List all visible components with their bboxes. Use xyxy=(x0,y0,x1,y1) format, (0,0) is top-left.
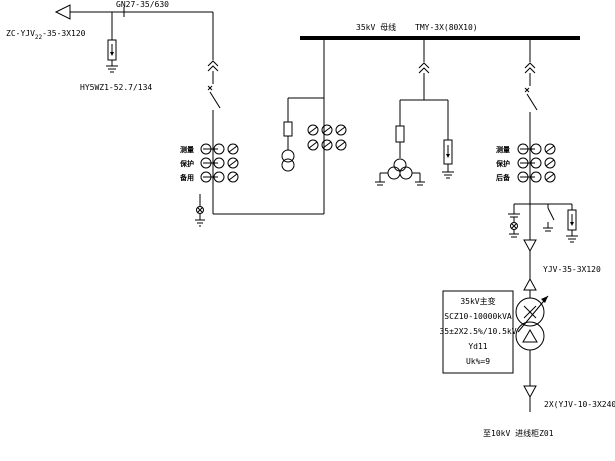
disconnector-label: GN27-35/630 xyxy=(116,0,169,9)
incoming-feeder: ZC-YJV22-35-3X120 GN27-35/630 HY5WZ1-52.… xyxy=(6,0,213,92)
ct-label-measure-right: 测量 xyxy=(496,145,510,154)
ct-label-backup-right: 后备 xyxy=(496,173,511,182)
transformer-vector-group: Yd11 xyxy=(468,342,487,351)
cable-out-label: 2X(YJV-10-3X240) xyxy=(544,400,615,409)
cable-in-label: ZC-YJV22-35-3X120 xyxy=(6,29,86,41)
cable-head-icon xyxy=(523,385,537,399)
cable-head-icon xyxy=(523,277,537,291)
plug-contact-icon xyxy=(207,60,219,67)
transformer-info-box: 35kV主变 SCZ10-10000kVA 35±2X2.5%/10.5kV Y… xyxy=(439,290,517,374)
ct-group-right xyxy=(517,143,556,183)
destination-label: 至10kV 进线柜Z01 xyxy=(483,428,554,438)
cable-head-icon xyxy=(523,239,537,253)
incoming-breaker-column: 测量 保护 备用 xyxy=(179,12,325,227)
indicator-lamp-icon xyxy=(510,222,518,230)
earth-switch-icon xyxy=(547,207,555,221)
transformer-ratio: 35±2X2.5%/10.5kV xyxy=(439,327,516,336)
transformer-impedance: Uk%=9 xyxy=(466,357,490,366)
incoming-pt-branch xyxy=(281,97,347,172)
fuse-icon xyxy=(283,121,293,137)
indicator-lamp-icon xyxy=(196,206,204,214)
bus-voltage-label: 35kV 母线 xyxy=(356,22,396,32)
ct-label-measure: 测量 xyxy=(180,145,194,154)
busbar: 35kV 母线 TMY-3X(80X10) xyxy=(300,22,580,40)
outgoing-feeder-column: 测量 保护 后备 YJV-35-3X120 xyxy=(483,38,615,438)
pt-icon xyxy=(281,149,295,163)
plug-contact-icon xyxy=(524,62,536,69)
busbar-spec-label: TMY-3X(80X10) xyxy=(415,23,478,32)
cable-head-icon xyxy=(54,4,71,20)
ct-label-protect-right: 保护 xyxy=(495,159,510,168)
bus-pt-column xyxy=(375,38,454,186)
ct-label-spare: 备用 xyxy=(179,173,194,182)
transformer-icon xyxy=(515,297,545,327)
ct-label-protect: 保护 xyxy=(179,159,194,168)
pt-icon xyxy=(393,158,407,172)
ct-group-left xyxy=(200,143,239,183)
transformer-name: 35kV主变 xyxy=(460,296,495,306)
breaker-icon xyxy=(209,91,221,109)
fuse-icon xyxy=(395,125,405,143)
arrester-label: HY5WZ1-52.7/134 xyxy=(80,83,152,92)
cable-mid-label: YJV-35-3X120 xyxy=(543,265,601,274)
transformer-model: SCZ10-10000kVA xyxy=(444,312,512,321)
plug-contact-icon xyxy=(418,62,430,69)
breaker-icon xyxy=(526,93,538,111)
